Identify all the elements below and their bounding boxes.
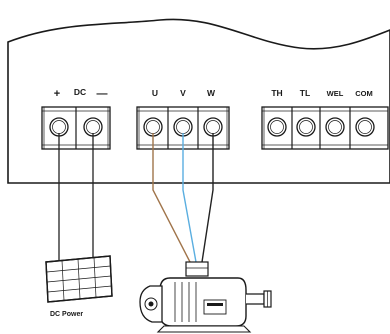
dc-label: DC [74, 87, 86, 97]
dc-terminal-block [41, 106, 111, 150]
com-screw [355, 117, 375, 137]
u-screw [143, 117, 163, 137]
th-screw [267, 117, 287, 137]
wel-label: WEL [327, 89, 344, 98]
w-screw [203, 117, 223, 137]
dc-minus-label: — [97, 88, 108, 100]
controller-housing [7, 18, 390, 184]
dc-minus-screw [83, 117, 103, 137]
w-label: W [207, 88, 216, 98]
dc-power-caption: DC Power [50, 311, 83, 318]
tl-label: TL [300, 88, 310, 98]
u-wire [152, 133, 191, 263]
u-label: U [152, 88, 158, 98]
dc-plus-label: + [54, 88, 60, 100]
com-label: COM [355, 89, 373, 98]
solar-panel-icon [45, 255, 113, 303]
water-pump-icon [139, 261, 272, 333]
v-label: V [180, 88, 186, 98]
v-screw [173, 117, 193, 137]
v-wire [182, 133, 197, 263]
w-wire [201, 133, 214, 263]
tl-screw [296, 117, 316, 137]
sensor-terminal-block [261, 106, 389, 150]
th-label: TH [271, 88, 282, 98]
wel-screw [325, 117, 345, 137]
